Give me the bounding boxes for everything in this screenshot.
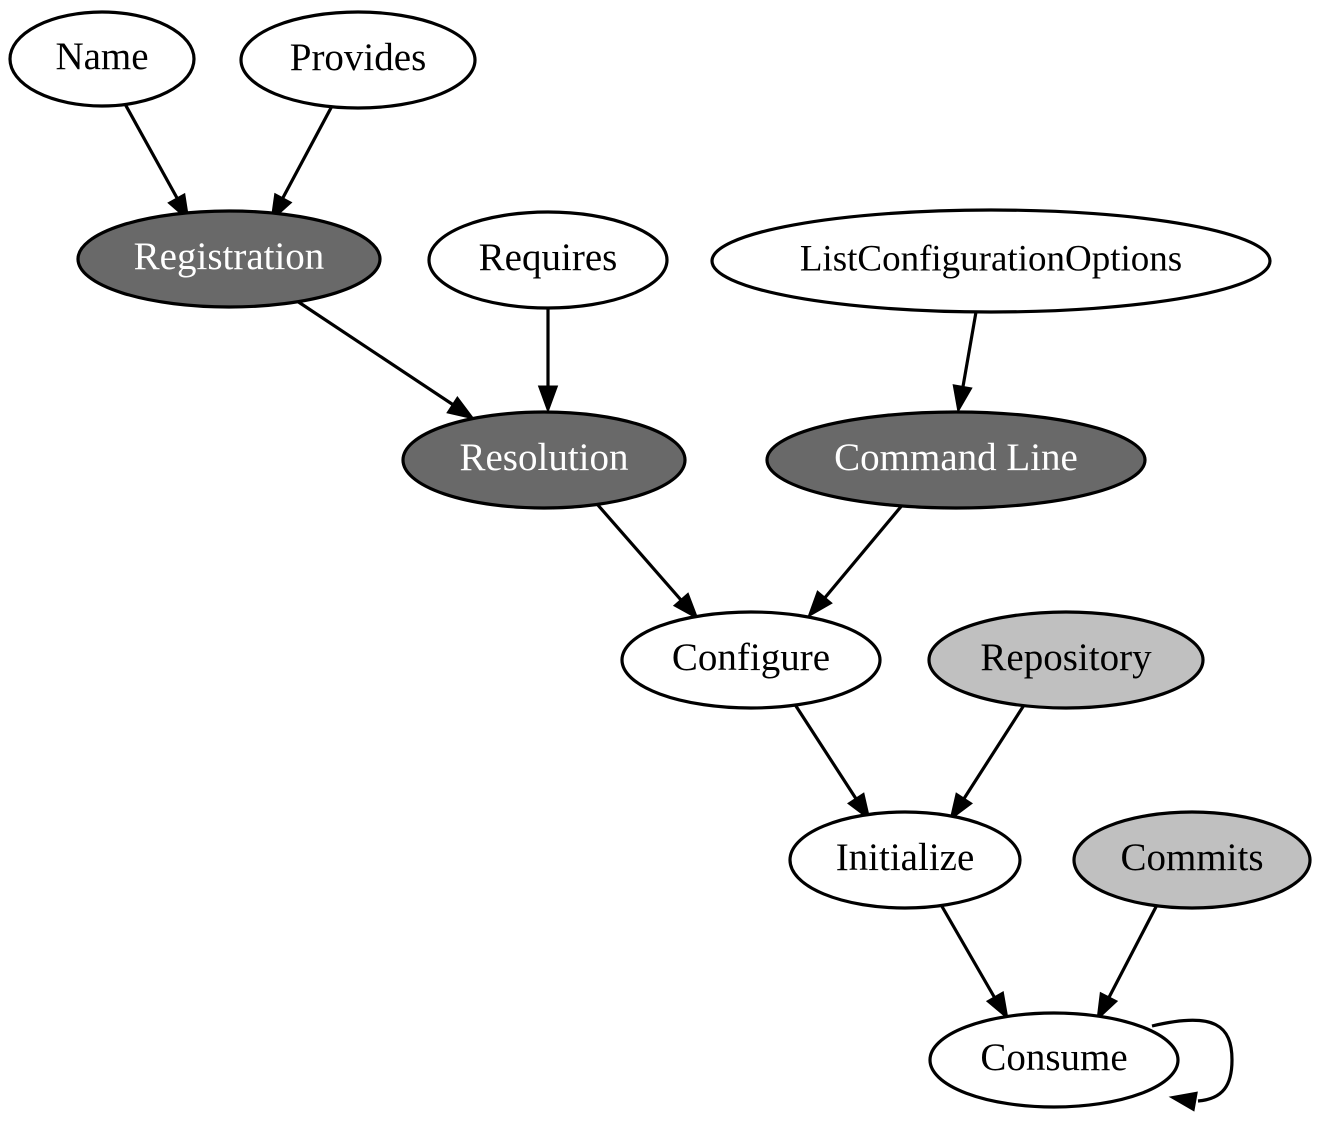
node-consume[interactable]: Consume [928,1011,1180,1109]
edge-resolution-to-configure [595,502,699,621]
arrowhead-icon [672,592,699,621]
edge-line [938,902,1002,1008]
edge-line [296,299,462,412]
node-requires[interactable]: Requires [427,210,669,310]
node-shape-ellipse[interactable] [427,210,669,310]
node-commits[interactable]: Commits [1072,810,1312,910]
edge-commandline-to-configure [807,501,906,619]
edge-line [956,701,1028,809]
arrowhead-icon [446,396,476,420]
node-shape-ellipse[interactable] [1072,810,1312,910]
edge-line [959,311,978,399]
arrowhead-icon [847,792,871,822]
edge-name-to-registration [123,103,190,223]
node-shape-ellipse[interactable] [620,610,882,710]
edge-line [816,501,906,608]
edge-line [1102,902,1160,1008]
node-commandline[interactable]: Command Line [765,410,1147,510]
arrowhead-icon [1096,991,1119,1022]
edge-line [595,502,690,610]
node-configure[interactable]: Configure [620,610,882,710]
node-shape-ellipse[interactable] [765,410,1147,510]
node-registration[interactable]: Registration [76,209,382,309]
edge-line [123,103,184,208]
node-shape-ellipse[interactable] [927,610,1205,710]
node-shape-ellipse[interactable] [710,208,1272,314]
edge-commits-to-consume [1096,902,1160,1022]
edges-layer [123,103,1234,1112]
node-listconfig[interactable]: ListConfigurationOptions [710,208,1272,314]
edge-provides-to-registration [270,105,334,223]
node-resolution[interactable]: Resolution [401,410,687,510]
arrowhead-icon [985,990,1009,1021]
node-shape-ellipse[interactable] [401,410,687,510]
node-repository[interactable]: Repository [927,610,1205,710]
edge-line [276,105,334,208]
node-shape-ellipse[interactable] [8,10,196,108]
node-initialize[interactable]: Initialize [788,810,1022,910]
arrowhead-icon [807,590,833,619]
edge-configure-to-initialize [792,702,871,822]
arrowhead-icon [949,792,973,822]
edge-line [792,702,864,809]
node-shape-ellipse[interactable] [76,209,382,309]
node-shape-ellipse[interactable] [928,1011,1180,1109]
edge-consume-to-consume [1151,1018,1234,1112]
node-shape-ellipse[interactable] [239,10,477,110]
arrowhead-icon [1168,1091,1198,1112]
edge-initialize-to-consume [938,902,1009,1021]
arrowhead-icon [952,384,973,414]
edge-requires-to-resolution [537,308,559,414]
edge-listconfig-to-commandline [952,311,978,414]
edge-repository-to-initialize [949,701,1028,822]
node-shape-ellipse[interactable] [788,810,1022,910]
arrowhead-icon [537,385,559,414]
node-name[interactable]: Name [8,10,196,108]
edge-line [1151,1018,1234,1103]
node-provides[interactable]: Provides [239,10,477,110]
edge-registration-to-resolution [296,299,476,420]
